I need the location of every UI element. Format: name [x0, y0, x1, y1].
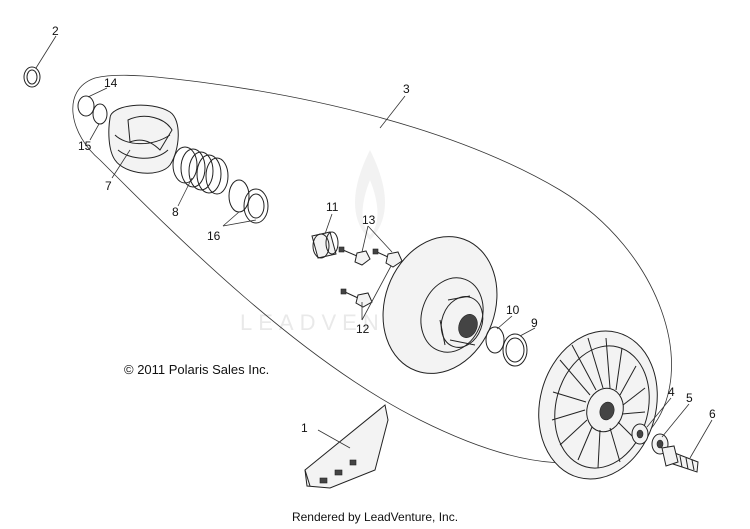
part-16-washers [228, 179, 269, 224]
movable-sheave [382, 236, 498, 374]
callout-5: 5 [686, 391, 693, 405]
part-1-tool [304, 404, 389, 489]
part-5-washer [651, 433, 669, 455]
callout-9: 9 [531, 316, 538, 330]
part-9-ring [502, 333, 528, 367]
part-12-bolts [340, 288, 373, 308]
part-13-bolts [338, 246, 403, 268]
part-10-ring [485, 326, 505, 354]
callout-14: 14 [104, 76, 118, 90]
leader-lines [35, 35, 713, 459]
callout-11: 11 [326, 200, 339, 214]
part-8-spring [172, 146, 229, 195]
watermark-logo-icon [355, 150, 385, 240]
copyright-text: © 2011 Polaris Sales Inc. [124, 362, 270, 377]
part-11-bushing [311, 231, 339, 259]
part-4-washer [631, 423, 649, 445]
callout-3: 3 [403, 82, 410, 96]
footer-credit: Rendered by LeadVenture, Inc. [291, 510, 459, 524]
callout-7: 7 [105, 179, 112, 193]
part-2-ring [23, 66, 41, 88]
part-6-bolt [661, 445, 699, 473]
callout-12: 12 [356, 322, 370, 336]
part-7-helix [108, 104, 179, 174]
callout-1: 1 [301, 421, 308, 435]
callout-4: 4 [668, 385, 675, 399]
callout-16: 16 [207, 229, 221, 243]
callout-13: 13 [362, 213, 376, 227]
part-14-ring [77, 95, 95, 117]
fixed-sheave [538, 330, 658, 480]
callout-10: 10 [506, 303, 520, 317]
callout-8: 8 [172, 205, 179, 219]
part-15-ring [92, 103, 108, 125]
callout-2: 2 [52, 24, 59, 38]
callout-15: 15 [78, 139, 92, 153]
callout-6: 6 [709, 407, 716, 421]
